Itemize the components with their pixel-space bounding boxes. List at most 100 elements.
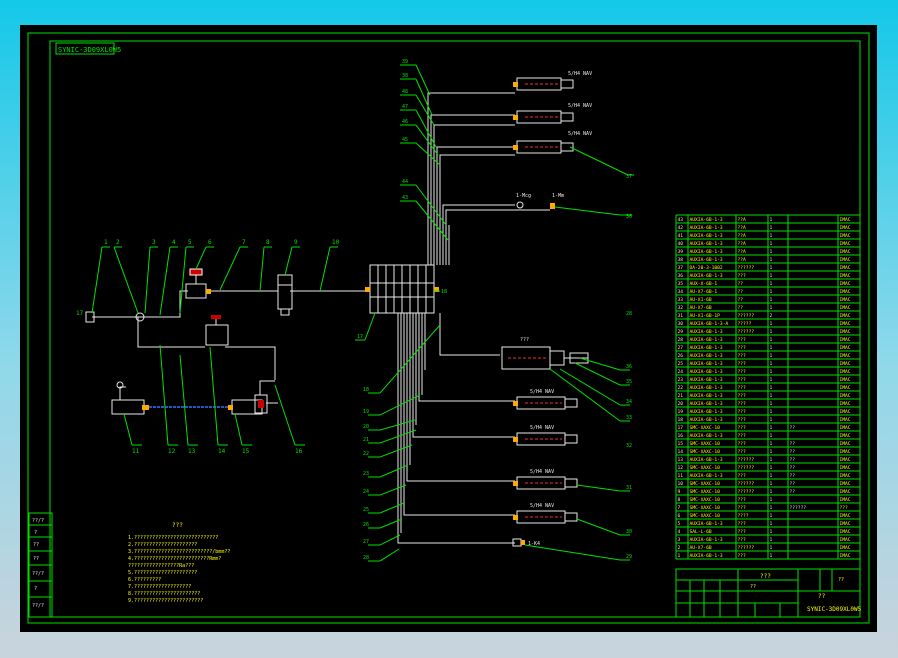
table-cell: IMAC	[840, 249, 851, 255]
callout-right-28: 28	[626, 311, 632, 317]
table-cell: 2	[678, 545, 681, 551]
table-cell: ???	[738, 345, 747, 351]
callout-lower-21: 21	[363, 437, 369, 443]
table-cell: 23	[678, 377, 684, 383]
table-cell: 18	[678, 417, 684, 423]
table-cell: AU-X7-6B-1	[690, 289, 718, 295]
table-cell: ??	[790, 481, 796, 487]
valve-right-label: 1-Mm	[552, 193, 564, 199]
table-cell: AUXIA-6B-1-3	[690, 537, 723, 543]
callout-46: 46	[402, 119, 408, 125]
callout-right-35: 35	[626, 379, 632, 385]
table-cell: 19	[678, 409, 684, 415]
table-cell: IMAC	[840, 233, 851, 239]
table-cell: ??A	[738, 225, 747, 231]
table-cell: 21	[678, 393, 684, 399]
upper-cylinders: 5/H4 NAV 5/H4 NAV 5/H4 NAV 37 1-Mcg 1-Mm…	[513, 71, 634, 220]
table-cell: ???	[738, 377, 747, 383]
table-cell: SMC-XAXC-10	[690, 441, 721, 447]
table-cell: AUXIA-6B-1-3	[690, 241, 723, 247]
table-cell: IMAC	[840, 393, 851, 399]
callout-39: 39	[402, 59, 408, 65]
table-cell: AU-X1-6B-1P	[690, 313, 721, 319]
callout-4: 4	[172, 239, 176, 246]
callout-5: 5	[188, 239, 192, 246]
table-cell: ??	[738, 289, 744, 295]
table-cell: ???	[738, 393, 747, 399]
table-cell: IMAC	[840, 401, 851, 407]
callout-lower-18: 18	[363, 387, 369, 393]
table-cell: 1	[770, 417, 773, 423]
table-cell: AUXIA-6B-1-3	[690, 369, 723, 375]
callout-right-31: 31	[626, 485, 632, 491]
table-cell: IMAC	[840, 281, 851, 287]
lower-tube-bundle	[368, 313, 515, 562]
callout-right-33: 33	[626, 415, 632, 421]
cad-drawing-canvas[interactable]: SYNIC-3D09XL0W5 ??/? ? ?? ?? ??/? ? ??/?	[20, 25, 877, 632]
callout-7: 7	[242, 239, 246, 246]
table-cell: IMAC	[840, 425, 851, 431]
table-cell: AUXIA-6B-1-3	[690, 521, 723, 527]
table-cell: 9	[678, 489, 681, 495]
table-cell: SMC-XAXC-10	[690, 505, 721, 511]
table-cell: ???	[738, 385, 747, 391]
rev-label-7: ??/?	[32, 603, 44, 609]
callout-12: 12	[168, 448, 176, 455]
table-cell: ??????	[790, 505, 807, 511]
callout-48: 48	[402, 89, 408, 95]
table-cell: 27	[678, 345, 684, 351]
lower-cylinder-1-label: 5/H4 NAV	[530, 389, 554, 395]
table-cell: AUXIA-6B-1-3	[690, 361, 723, 367]
table-cell: 1	[770, 441, 773, 447]
table-cell: 1	[770, 257, 773, 263]
table-cell: 3	[678, 537, 681, 543]
callout-lower-24: 24	[363, 489, 369, 495]
table-cell: 1	[770, 369, 773, 375]
callout-43: 43	[402, 195, 408, 201]
table-cell: 40	[678, 241, 684, 247]
table-cell: ??????	[738, 265, 755, 271]
table-cell: AUXIA-6B-1-3	[690, 433, 723, 439]
table-cell: 1	[770, 553, 773, 559]
table-cell: 1	[770, 249, 773, 255]
table-cell: 1	[770, 497, 773, 503]
table-cell: 1	[770, 217, 773, 223]
notes-title: ???	[172, 522, 183, 529]
table-cell: IMAC	[840, 297, 851, 303]
table-cell: AUXIA-6B-1-3	[690, 457, 723, 463]
table-cell: 1	[770, 505, 773, 511]
table-cell: ??????	[738, 329, 755, 335]
table-cell: ??A	[738, 217, 747, 223]
table-cell: ??A	[738, 233, 747, 239]
table-cell: ??A	[738, 249, 747, 255]
table-cell: IMAC	[840, 529, 851, 535]
stamp-box	[55, 42, 115, 55]
table-cell: IMAC	[840, 433, 851, 439]
table-cell: 15	[678, 441, 684, 447]
table-cell: ???	[738, 537, 747, 543]
callout-1: 1	[104, 239, 108, 246]
table-cell: 1	[770, 521, 773, 527]
callout-right-32: 32	[626, 443, 632, 449]
table-cell: ???	[738, 401, 747, 407]
table-cell: IMAC	[840, 497, 851, 503]
note-line-1: 1.????????????????????????????	[128, 535, 218, 541]
title-block-drawing-no: SYNIC-3D09XL0W5	[807, 606, 862, 613]
callout-11: 11	[132, 448, 140, 455]
table-cell: IMAC	[840, 305, 851, 311]
table-cell: 22	[678, 385, 684, 391]
